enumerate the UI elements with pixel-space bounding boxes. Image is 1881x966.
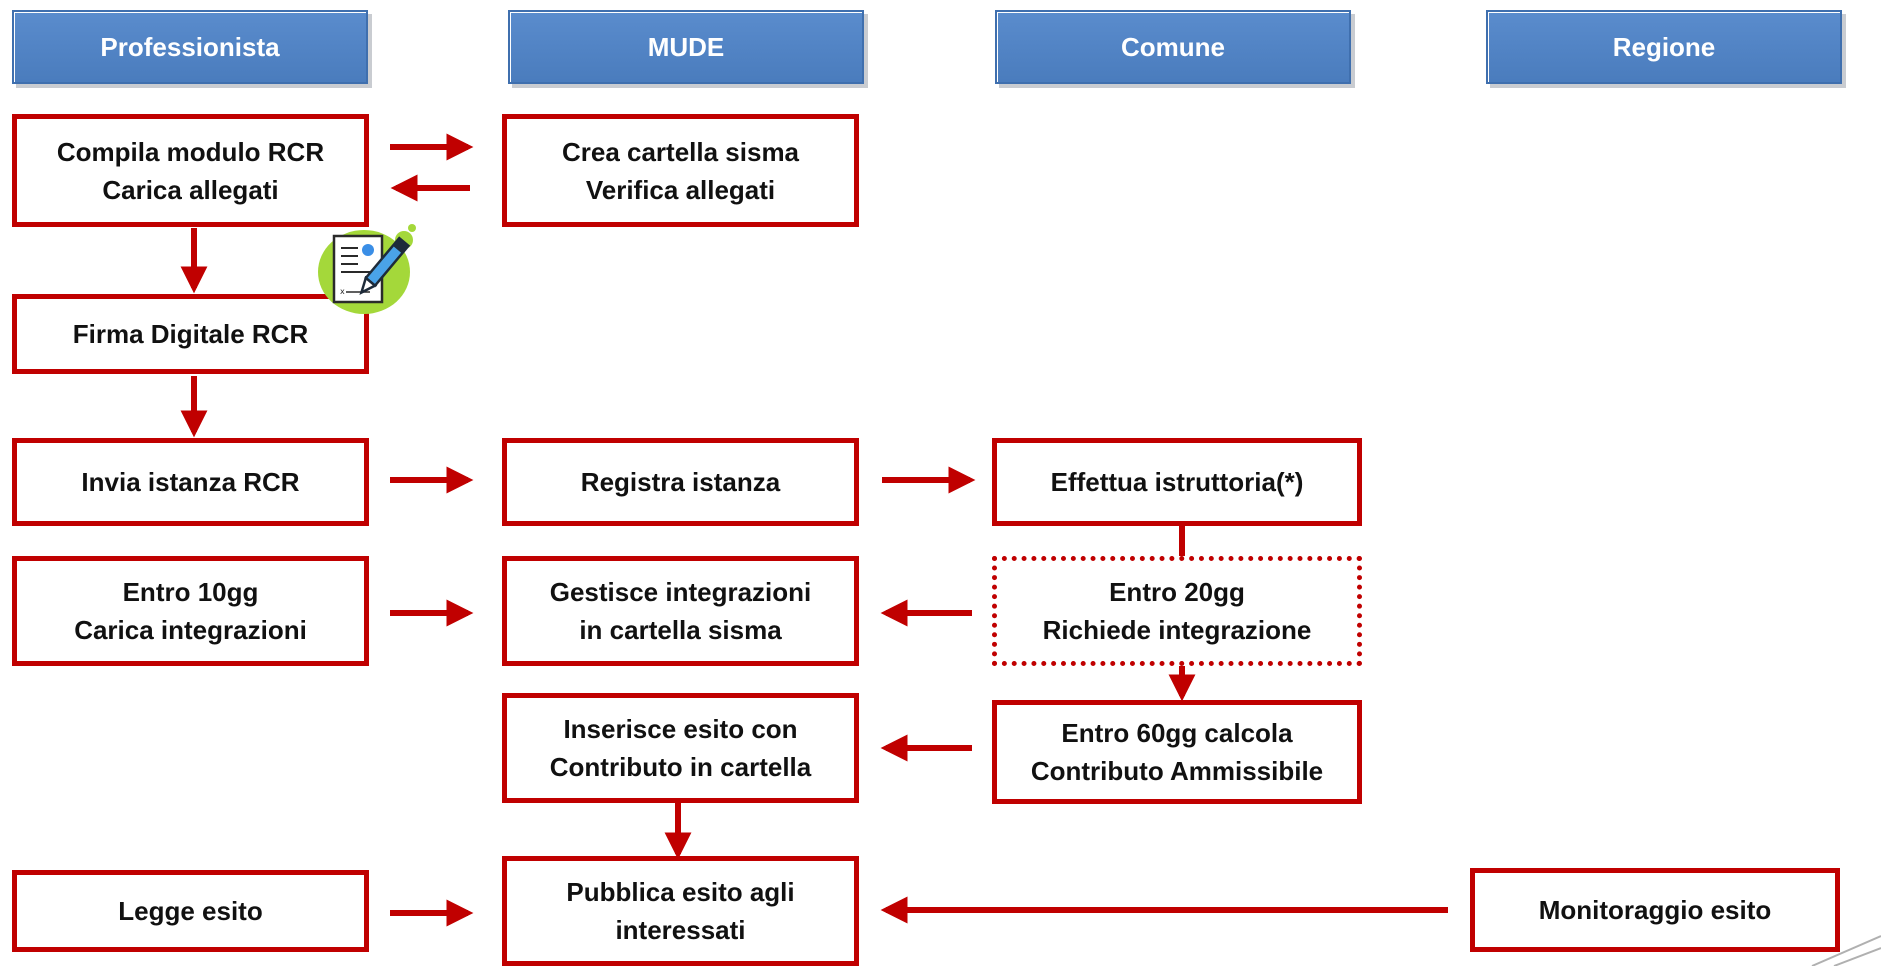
step-text-line: Pubblica esito agli xyxy=(566,877,795,907)
lane-header-regione: Regione xyxy=(1486,10,1842,84)
step-text-line: Carica allegati xyxy=(102,174,279,205)
lane-header-professionista: Professionista xyxy=(12,10,368,84)
svg-text:x: x xyxy=(340,287,345,296)
step-text-line: Verifica allegati xyxy=(585,174,776,205)
lane-header-comune: Comune xyxy=(995,10,1351,84)
step-entro-10gg: Entro 10gg Carica integrazioni xyxy=(12,556,369,666)
step-firma-digitale: Firma Digitale RCR xyxy=(12,294,369,374)
digital-signature-icon: x xyxy=(318,224,416,314)
step-text-line: Monitoraggio esito xyxy=(1538,895,1772,925)
step-text-line: Contributo in cartella xyxy=(549,752,812,782)
step-text-line: Legge esito xyxy=(118,896,263,926)
step-entro-60gg: Entro 60gg calcola Contributo Ammissibil… xyxy=(992,700,1362,804)
step-text-line: Firma Digitale RCR xyxy=(72,319,309,349)
step-text-line: Entro 10gg xyxy=(122,577,259,607)
lane-header-mude: MUDE xyxy=(508,10,864,84)
step-legge-esito: Legge esito xyxy=(12,870,369,952)
step-crea-cartella: Crea cartella sisma Verifica allegati xyxy=(502,114,859,227)
step-entro-20gg: Entro 20gg Richiede integrazione xyxy=(992,556,1362,666)
step-compila-modulo: Compila modulo RCR Carica allegati xyxy=(12,114,369,227)
step-text-line: Gestisce integrazioni xyxy=(549,577,812,607)
step-text-line: Registra istanza xyxy=(580,467,781,497)
step-pubblica-esito: Pubblica esito agli interessati xyxy=(502,856,859,966)
step-text-line: in cartella sisma xyxy=(579,615,782,645)
step-effettua-istruttoria: Effettua istruttoria(*) xyxy=(992,438,1362,526)
step-gestisce-integrazioni: Gestisce integrazioni in cartella sisma xyxy=(502,556,859,666)
step-monitoraggio-esito: Monitoraggio esito xyxy=(1470,868,1840,952)
step-inserisce-esito: Inserisce esito con Contributo in cartel… xyxy=(502,693,859,803)
step-text-line: Carica integrazioni xyxy=(74,615,307,645)
step-text-line: Compila modulo RCR xyxy=(56,136,325,167)
step-text-line: Entro 60gg calcola xyxy=(1061,718,1293,748)
step-text-line: Inserisce esito con xyxy=(563,714,798,744)
step-text-line: Invia istanza RCR xyxy=(81,467,300,497)
step-registra-istanza: Registra istanza xyxy=(502,438,859,526)
step-text-line: Richiede integrazione xyxy=(1042,615,1312,645)
step-text-line: Crea cartella sisma xyxy=(561,136,800,167)
step-text-line: Contributo Ammissibile xyxy=(1030,756,1324,786)
step-text-line: Entro 20gg xyxy=(1109,577,1245,607)
step-text-line: Effettua istruttoria(*) xyxy=(1050,467,1304,497)
step-text-line: interessati xyxy=(615,915,746,945)
step-invia-istanza: Invia istanza RCR xyxy=(12,438,369,526)
